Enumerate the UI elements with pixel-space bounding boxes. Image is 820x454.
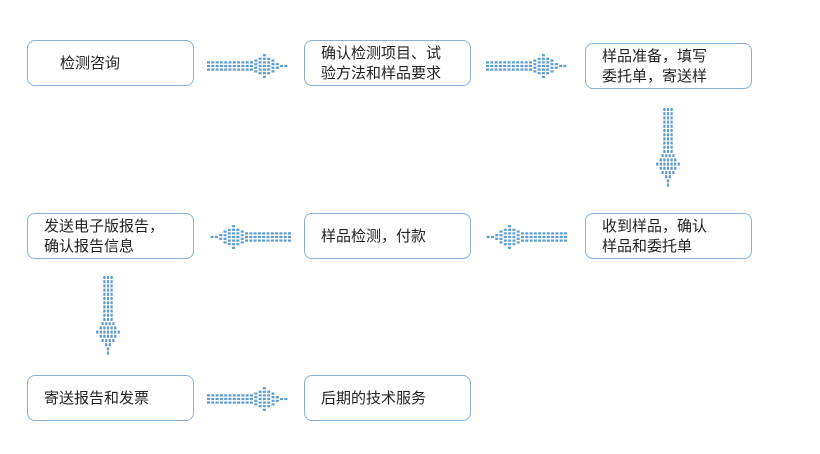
arrow-prepare-to-receive: [656, 108, 680, 187]
box-consult: 检测咨询: [27, 40, 194, 86]
arrow-confirm-to-prepare: [486, 54, 567, 78]
box-mail: 寄送报告和发票: [27, 375, 194, 421]
arrow-mail-to-service: [207, 387, 288, 411]
box-test: 样品检测，付款: [304, 213, 471, 259]
box-consult-label: 检测咨询: [60, 54, 121, 72]
box-mail-label: 寄送报告和发票: [44, 389, 150, 407]
box-service-label: 后期的技术服务: [321, 389, 427, 407]
arrow-receive-to-test: [486, 225, 567, 249]
box-confirm: 确认检测项目、试 验方法和样品要求: [304, 40, 471, 86]
box-receive-label: 收到样品，确认 样品和委托单: [602, 217, 708, 255]
box-service: 后期的技术服务: [304, 375, 471, 421]
box-confirm-label: 确认检测项目、试 验方法和样品要求: [321, 44, 442, 82]
box-prepare: 样品准备，填写 委托单，寄送样: [585, 43, 752, 89]
box-test-label: 样品检测，付款: [321, 227, 427, 245]
box-prepare-label: 样品准备，填写 委托单，寄送样: [602, 47, 708, 85]
arrow-test-to-report: [210, 225, 291, 249]
box-receive: 收到样品，确认 样品和委托单: [585, 213, 752, 259]
arrow-consult-to-confirm: [207, 54, 288, 78]
box-report-label: 发送电子版报告， 确认报告信息: [44, 217, 165, 255]
arrow-report-to-mail: [96, 276, 120, 355]
box-report: 发送电子版报告， 确认报告信息: [27, 213, 194, 259]
